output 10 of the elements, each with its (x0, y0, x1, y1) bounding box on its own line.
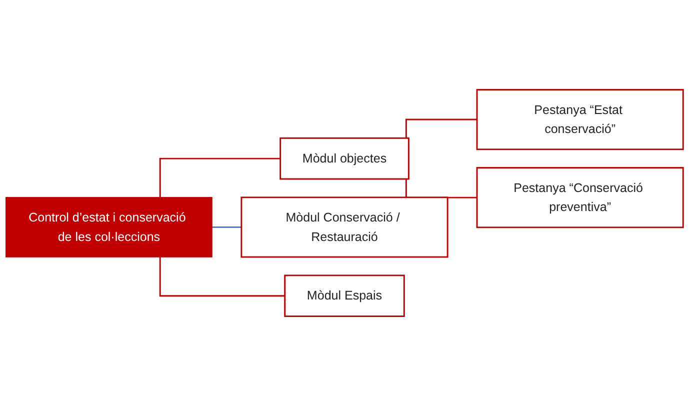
connector (405, 118, 477, 138)
connector (159, 158, 280, 198)
connector (211, 226, 242, 228)
node-box: Control d’estat i conservació de les col·leccions (6, 197, 212, 258)
node-box: Pestanya “Estat conservació” (476, 89, 684, 150)
connector (159, 257, 285, 297)
node-box: Pestanya “Conservació preventiva” (476, 167, 684, 228)
node-box: Mòdul objectes (280, 137, 410, 180)
node-box: Mòdul Espais (284, 274, 405, 317)
node-box: Mòdul Conservació / Restauració (240, 196, 448, 258)
